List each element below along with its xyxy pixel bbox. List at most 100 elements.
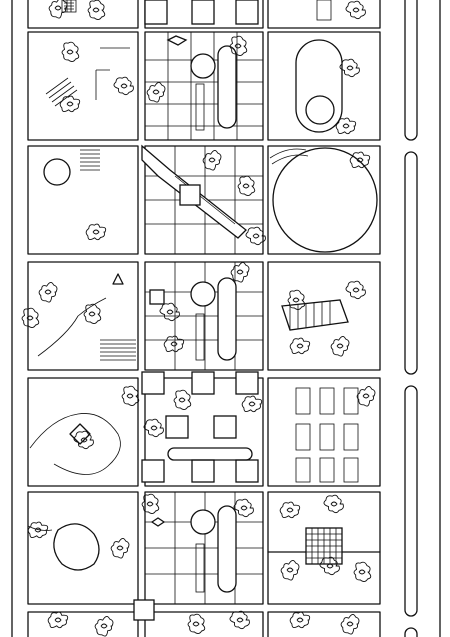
tree-cluster [356, 157, 364, 163]
park-block-2 [27, 145, 139, 255]
tree-cluster [73, 430, 94, 450]
park-block-4 [27, 377, 139, 487]
tree-cluster [120, 83, 128, 89]
tree-cluster [21, 307, 40, 328]
tree-cluster [150, 425, 158, 431]
tree-cluster [346, 65, 354, 71]
tree-cluster [61, 41, 80, 62]
tree-cluster [242, 183, 250, 189]
tree-cluster [141, 493, 160, 514]
tree-cluster [279, 501, 301, 519]
tree-cluster [80, 437, 88, 443]
tree-cluster [362, 393, 370, 399]
top-strip [27, 0, 381, 29]
tree-cluster [323, 494, 344, 514]
tree-cluster [66, 49, 74, 55]
court-block-5 [267, 491, 381, 605]
tree-cluster [26, 315, 34, 321]
tree-cluster [296, 617, 304, 623]
tree-cluster [280, 560, 300, 581]
court-block-3 [267, 261, 381, 371]
tree-cluster [286, 567, 294, 573]
tree-cluster [54, 5, 62, 11]
tree-cluster [202, 150, 222, 171]
tree-cluster [152, 89, 160, 95]
tree-cluster [358, 569, 366, 575]
tree-cluster [353, 561, 372, 582]
tree-cluster [110, 538, 130, 559]
tree-cluster [92, 7, 100, 13]
row-3 [27, 261, 381, 371]
tree-cluster [236, 269, 244, 275]
tree-cluster [146, 501, 154, 507]
park-block-3 [27, 261, 139, 371]
trees [21, 0, 376, 637]
tree-cluster [230, 262, 250, 283]
tree-cluster [289, 611, 311, 629]
tree-cluster [87, 0, 106, 20]
tree-cluster [349, 151, 371, 169]
tree-cluster [34, 527, 42, 533]
court-block-1 [267, 31, 381, 141]
tree-cluster [342, 123, 350, 129]
tree-cluster [44, 289, 52, 295]
tree-cluster [356, 386, 376, 407]
tree-cluster [326, 563, 334, 569]
tree-cluster [248, 401, 256, 407]
tree-cluster [340, 614, 360, 635]
park-block-5 [27, 491, 139, 605]
tree-cluster [352, 7, 360, 13]
tree-cluster [92, 229, 100, 235]
court-block-4 [267, 377, 381, 487]
tree-cluster [240, 505, 248, 511]
tree-cluster [192, 621, 200, 627]
tree-cluster [336, 343, 344, 349]
tree-cluster [121, 385, 140, 406]
tree-cluster [116, 545, 124, 551]
tree-cluster [166, 309, 174, 315]
tree-cluster [335, 117, 357, 135]
tree-cluster [286, 507, 294, 513]
tree-cluster [345, 280, 366, 300]
tree-cluster [236, 617, 244, 623]
bottom-strip [27, 599, 381, 637]
tree-cluster [234, 43, 242, 49]
tree-cluster [48, 0, 68, 19]
tree-cluster [83, 303, 102, 324]
tree-cluster [94, 616, 114, 637]
tree-cluster [352, 287, 360, 293]
cylinder-tower [281, 299, 349, 331]
tree-cluster [287, 289, 306, 310]
tree-cluster [296, 343, 304, 349]
tree-cluster [237, 175, 256, 196]
tree-cluster [88, 311, 96, 317]
tree-cluster [292, 297, 300, 303]
tree-cluster [126, 393, 134, 399]
round-park [272, 147, 378, 253]
tree-cluster [38, 282, 58, 303]
tree-cluster [233, 498, 254, 518]
tree-cluster [146, 82, 166, 103]
tree-cluster [330, 336, 350, 357]
tree-cluster [113, 76, 134, 96]
tree-cluster [66, 101, 74, 107]
tree-cluster [85, 223, 107, 241]
tree-cluster [345, 0, 366, 20]
park-block-1 [27, 31, 139, 141]
tree-cluster [54, 617, 62, 623]
tree-cluster [346, 621, 354, 627]
row-4 [27, 371, 381, 487]
pond [53, 523, 100, 571]
tree-cluster [330, 501, 338, 507]
tree-cluster [339, 58, 360, 78]
tree-cluster [252, 233, 260, 239]
row-2 [27, 144, 381, 255]
tree-cluster [100, 623, 108, 629]
tree-cluster [229, 35, 248, 56]
tree-cluster [47, 611, 69, 629]
tree-cluster [178, 397, 186, 403]
tree-cluster [241, 395, 263, 413]
row-5 [27, 491, 381, 605]
